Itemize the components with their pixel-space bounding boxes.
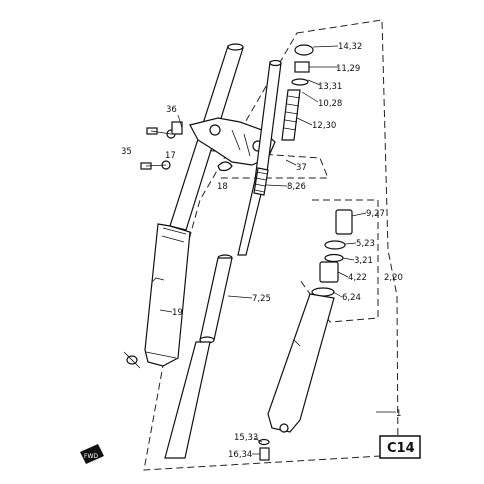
label-4-22: 4,22 [348, 273, 367, 283]
label-14-32: 14,32 [338, 42, 362, 52]
label-37: 37 [296, 163, 307, 173]
fwd-stamp: FWD [80, 444, 104, 464]
mounting-bolts [140, 121, 183, 170]
label-15-33: 15,33 [234, 433, 258, 443]
damper-subassembly-outline [299, 199, 379, 323]
leader-lines [159, 45, 396, 455]
damper-parts [311, 209, 353, 297]
spacer-tube [164, 254, 233, 459]
label-16-34: 16,34 [228, 450, 252, 460]
retaining-clip [217, 161, 233, 172]
diagram-code-box: C14 [379, 435, 421, 459]
stamp-text: FWD [84, 453, 98, 460]
label-9-27: 9,27 [366, 209, 385, 219]
fork-spring-8-26 [253, 167, 269, 196]
label-2-20: 2,20 [384, 273, 403, 283]
label-5-23: 5,23 [356, 239, 375, 249]
steering-stem [237, 59, 282, 256]
label-10-28: 10,28 [318, 99, 342, 109]
label-11-29: 11,29 [336, 64, 360, 74]
label-18: 18 [217, 182, 228, 192]
diagram-code: C14 [387, 441, 415, 456]
label-13-31: 13,31 [318, 82, 342, 92]
label-12-30: 12,30 [312, 121, 336, 131]
label-6-24: 6,24 [342, 293, 361, 303]
label-36: 36 [166, 105, 177, 115]
drain-bolt [258, 438, 270, 461]
label-35: 35 [121, 147, 132, 157]
label-19: 19 [172, 308, 183, 318]
label-8-26: 8,26 [287, 182, 306, 192]
label-1: 1 [396, 409, 401, 419]
label-3-21: 3,21 [354, 256, 373, 266]
right-fork-leg [267, 293, 335, 433]
label-17: 17 [165, 151, 176, 161]
left-fork-tube [123, 43, 244, 369]
label-7-25: 7,25 [252, 294, 271, 304]
fork-cap-stack [281, 44, 314, 141]
